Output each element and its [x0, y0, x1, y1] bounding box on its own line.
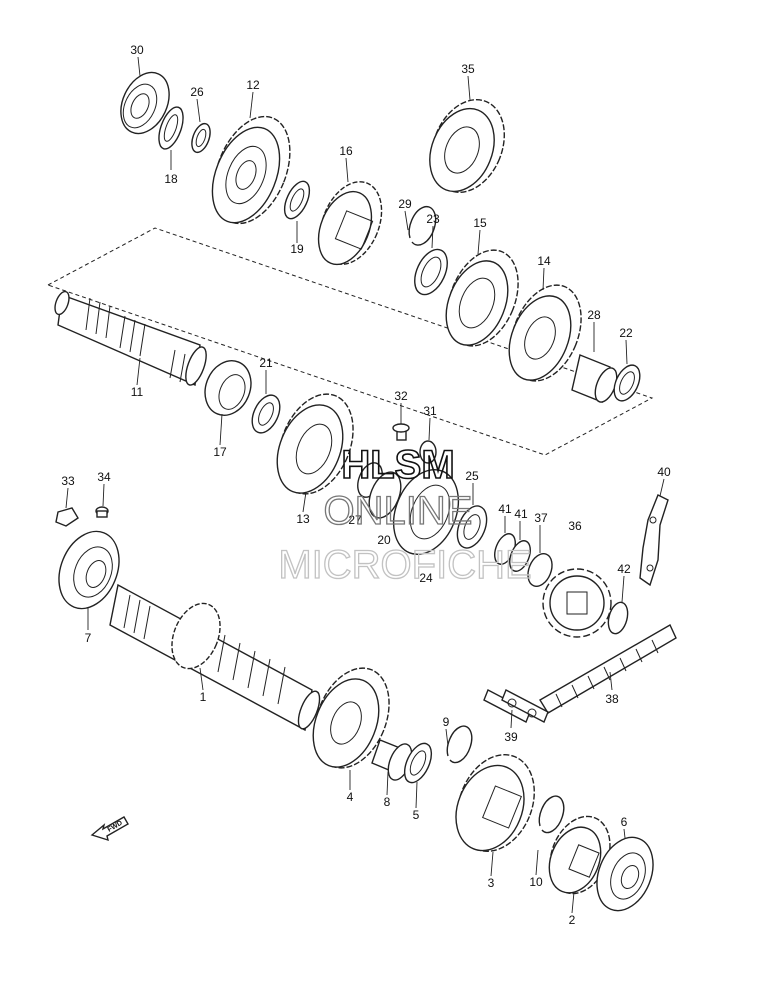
watermark: HLSM ONLINE MICROFICHE [278, 442, 533, 587]
callout-36: 36 [568, 519, 582, 533]
part-42-washer[interactable] [605, 600, 631, 636]
part-40-plate[interactable] [639, 494, 669, 587]
callout-17: 17 [213, 445, 227, 459]
part-22-washer[interactable] [609, 361, 645, 405]
part-38-drive-chain[interactable] [539, 624, 677, 714]
callout-3: 3 [488, 876, 495, 890]
part-21-washer[interactable] [247, 391, 286, 437]
callout-22: 22 [619, 326, 633, 340]
part-7-bearing[interactable] [48, 522, 130, 617]
leader-lines [65, 56, 665, 914]
part-5-washer[interactable] [399, 739, 437, 786]
callout-37: 37 [534, 511, 548, 525]
callout-34: 34 [97, 470, 111, 484]
callout-numbers: 30 26 12 18 35 16 19 29 23 15 14 28 22 1… [61, 43, 671, 927]
callout-28: 28 [587, 308, 601, 322]
callout-39: 39 [504, 730, 518, 744]
callout-23: 23 [426, 212, 440, 226]
callout-1: 1 [200, 690, 207, 704]
callout-7: 7 [85, 631, 92, 645]
callout-38: 38 [605, 692, 619, 706]
callout-5: 5 [413, 808, 420, 822]
fwd-arrow-icon: FWD [90, 816, 129, 842]
callout-8: 8 [384, 795, 391, 809]
callout-42: 42 [617, 562, 631, 576]
watermark-line-3: MICROFICHE [278, 543, 531, 587]
callout-15: 15 [473, 216, 487, 230]
callout-35: 35 [461, 62, 475, 76]
callout-27: 27 [348, 513, 362, 527]
callout-29: 29 [398, 197, 412, 211]
part-18-washer[interactable] [154, 104, 188, 152]
part-13-gear[interactable] [265, 383, 367, 505]
callout-20: 20 [377, 533, 391, 547]
callout-18: 18 [164, 172, 178, 186]
callout-26: 26 [190, 85, 204, 99]
part-37-spacer[interactable] [523, 550, 556, 590]
part-32-bolt[interactable] [392, 423, 410, 441]
part-10-circlip[interactable] [538, 795, 565, 834]
part-2-gear[interactable] [539, 807, 621, 902]
part-30-bearing[interactable] [112, 65, 179, 142]
callout-31: 31 [423, 404, 437, 418]
callout-19: 19 [290, 242, 304, 256]
callout-16: 16 [339, 144, 353, 158]
callout-41-a: 41 [498, 502, 512, 516]
callout-40: 40 [657, 465, 671, 479]
part-24-bearing[interactable] [382, 460, 471, 564]
callout-2: 2 [569, 913, 576, 927]
callout-9: 9 [443, 715, 450, 729]
part-12-gear[interactable] [199, 105, 304, 234]
callout-41-b: 41 [514, 507, 528, 521]
part-16-gear[interactable] [309, 173, 394, 274]
part-26-bushing[interactable] [188, 121, 213, 155]
part-14-gear[interactable] [498, 275, 595, 392]
part-36-engine-sprocket[interactable] [542, 568, 612, 638]
part-1-driveshaft[interactable] [109, 583, 324, 732]
part-9-circlip[interactable] [446, 725, 473, 764]
part-29-circlip[interactable] [408, 205, 437, 246]
part-39-chain-joint[interactable] [483, 689, 549, 723]
callout-24: 24 [419, 571, 433, 585]
callout-21: 21 [259, 356, 273, 370]
callout-32: 32 [394, 389, 408, 403]
callout-11: 11 [131, 385, 144, 399]
part-4-gear[interactable] [301, 657, 403, 779]
part-31-washer[interactable] [419, 440, 437, 464]
part-6-bearing[interactable] [587, 829, 664, 919]
part-25-seal[interactable] [452, 502, 493, 553]
watermark-line-2: ONLINE [324, 489, 473, 533]
part-17-hub[interactable] [197, 354, 259, 422]
callout-14: 14 [537, 254, 551, 268]
part-34-screw[interactable] [95, 506, 109, 518]
part-28-bushing[interactable] [571, 354, 621, 405]
part-15-gear[interactable] [435, 240, 532, 357]
callout-13: 13 [296, 512, 310, 526]
part-11-countershaft[interactable] [52, 290, 210, 388]
callout-4: 4 [347, 790, 354, 804]
callout-12: 12 [246, 78, 260, 92]
callout-10: 10 [529, 875, 543, 889]
part-33-cap[interactable] [55, 507, 79, 527]
callout-33: 33 [61, 474, 75, 488]
callout-25: 25 [465, 469, 479, 483]
countershaft-assembly-outline [46, 227, 654, 456]
part-41-o-ring-b[interactable] [506, 538, 535, 574]
callout-30: 30 [130, 43, 144, 57]
part-19-washer[interactable] [279, 178, 314, 223]
part-35-gear[interactable] [418, 89, 517, 203]
watermark-line-1: HLSM [341, 443, 454, 487]
part-23-washer[interactable] [408, 244, 454, 299]
callout-6: 6 [621, 815, 628, 829]
part-3-gear[interactable] [444, 743, 548, 863]
